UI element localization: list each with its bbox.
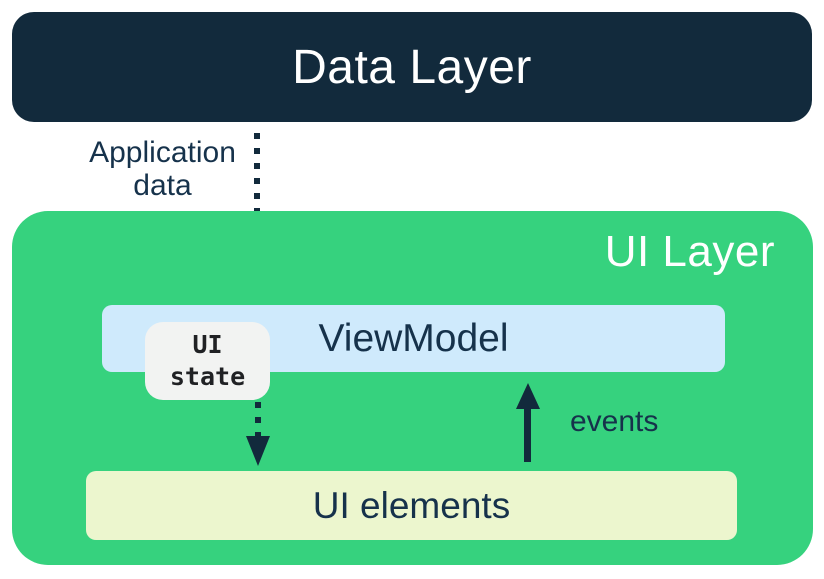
ui-state-arrow-line xyxy=(255,402,261,438)
ui-layer-label: UI Layer xyxy=(604,227,775,276)
application-data-arrow-line xyxy=(254,133,260,265)
ui-state-badge: UI state xyxy=(145,322,270,400)
ui-state-label: UI state xyxy=(169,329,246,392)
ui-state-arrowhead-icon xyxy=(246,436,270,466)
ui-layer-box: UI Layer ViewModel UI state events UI el… xyxy=(12,211,813,565)
ui-elements-label: UI elements xyxy=(312,484,511,526)
data-layer-box: Data Layer xyxy=(12,12,812,122)
events-label: events xyxy=(570,405,659,438)
ui-elements-box: UI elements xyxy=(86,471,737,540)
viewmodel-label: ViewModel xyxy=(318,316,509,360)
application-data-label: Application data xyxy=(89,136,236,202)
data-layer-label: Data Layer xyxy=(292,40,532,94)
events-arrow-line xyxy=(524,404,531,462)
